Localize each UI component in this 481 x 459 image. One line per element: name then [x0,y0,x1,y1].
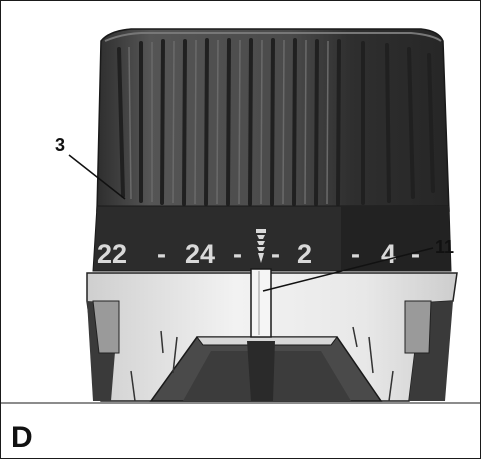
setting-indicator-mark [250,268,272,338]
callout-label-3: 3 [55,135,65,155]
scale-band [92,205,452,272]
scale-label-24: 24 [185,239,215,269]
screw-drill-icon [256,229,266,263]
callout-leader-11 [262,247,434,292]
scale-label-22: 22 [97,239,127,269]
torque-scale: 22 - 24 - - 2 - 4 - [97,229,420,269]
scale-label-2: 2 [297,239,312,269]
callout-leader-3 [68,154,126,200]
scale-dash: - [411,239,420,269]
scale-dash: - [351,239,360,269]
tool-housing [86,272,458,402]
callout-label-11: 11 [435,237,454,257]
rib-highlights [128,39,329,205]
callout-11: 11 [262,237,454,292]
scale-dash: - [271,239,280,269]
scale-dash: - [233,239,242,269]
scale-label-4: 4 [381,239,396,269]
figure-letter: D [11,421,33,454]
scale-dash: - [157,239,166,269]
collar-ribs [117,38,435,206]
callout-3: 3 [55,135,126,200]
